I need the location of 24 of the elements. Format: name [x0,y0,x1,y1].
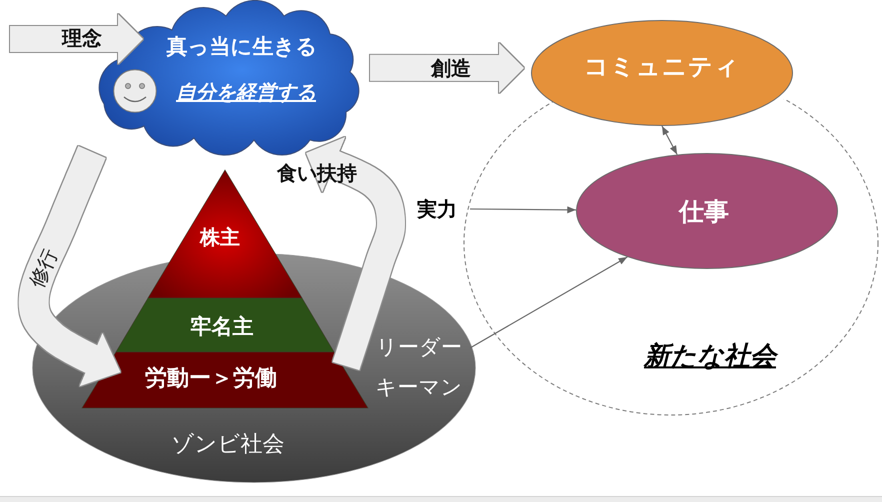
pyramid-layer [116,298,334,352]
node-subtitle: 自分を経営する [176,80,316,104]
node-title: コミュニティ [584,52,740,82]
ellipse-node [576,153,838,269]
layer-title: 労動ー＞労働 [145,366,277,392]
node-title: 真っ当に生きる [166,34,318,60]
block-arrow [10,14,143,64]
layer-title: 牢名主 [190,314,254,340]
edge-label: 理念 [62,26,102,50]
double-arrow-line [662,126,678,155]
group-title: ゾンビ社会 [172,432,284,458]
node-label: リーダーキーマン [375,327,463,407]
edge-label: 創造 [431,56,471,80]
node-title: 仕事 [679,197,729,227]
pyramid-layer [82,352,368,408]
layer-title: 株主 [200,225,240,249]
group-title: 新たな社会 [644,341,776,373]
edge-label: 食い扶持 [277,161,357,185]
arrow-line [470,206,576,214]
edge-label: 修行 [24,244,62,292]
node-label: 実力 [416,197,458,221]
arrow-line [470,256,628,348]
block-arrow [370,43,524,93]
ellipse-node [531,20,793,126]
